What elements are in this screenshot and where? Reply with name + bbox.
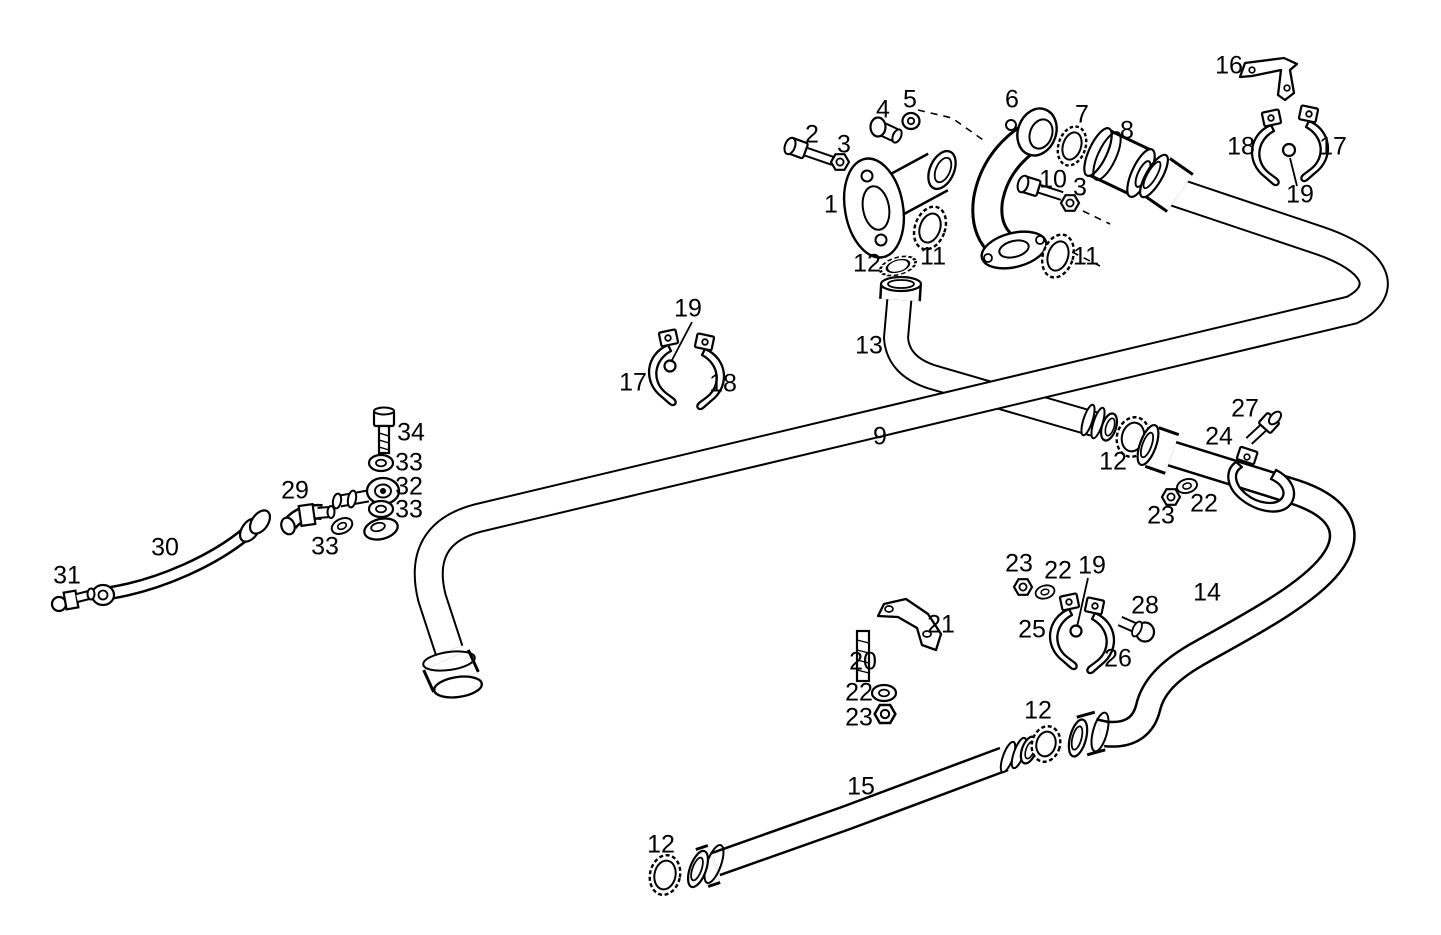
pipe-14 [1067, 423, 1356, 758]
dashed-guides [917, 109, 1111, 267]
part-label-12: 12 [1099, 448, 1127, 476]
plug-4 [869, 116, 903, 144]
part-label-34: 34 [397, 419, 425, 447]
clamp-18-topright [1250, 108, 1283, 187]
seal-12-bottom-left [648, 853, 682, 897]
pipe-15 [686, 735, 1039, 889]
clamp-bolt-19-topright [1281, 142, 1297, 158]
part-label-15: 15 [847, 773, 875, 801]
link-pipe-6 [971, 107, 1058, 270]
leader-line [670, 321, 693, 363]
dashed-guide [1082, 210, 1111, 225]
washer-33-top [367, 453, 395, 473]
part-label-19: 19 [1078, 552, 1106, 580]
part-label-17: 17 [1319, 133, 1347, 161]
part-label-16: 16 [1215, 52, 1243, 80]
part-label-11: 11 [1073, 243, 1099, 271]
part-label-11: 11 [920, 243, 946, 271]
part-label-31: 31 [53, 562, 81, 590]
part-label-29: 29 [281, 477, 309, 505]
seal-12-bottom-mid [1030, 725, 1062, 763]
part-label-6: 6 [1005, 86, 1019, 114]
bolt-2 [783, 136, 835, 166]
bracket-16 [1238, 56, 1299, 102]
hose-30 [90, 509, 272, 607]
washer-33-mid [367, 499, 395, 519]
oring-12-part1 [879, 255, 917, 277]
part-label-26: 26 [1104, 645, 1132, 673]
part-label-24: 24 [1205, 423, 1233, 451]
bolt-10 [1016, 174, 1064, 201]
part-label-22: 22 [1190, 490, 1218, 518]
fitting-31 [50, 587, 96, 613]
part-label-20: 20 [849, 648, 877, 676]
part-label-18: 18 [709, 370, 737, 398]
clamp-24 [1227, 445, 1296, 513]
part-label-33: 33 [395, 449, 423, 477]
water-outlet-1 [842, 149, 957, 259]
leader-line [1289, 157, 1298, 187]
part-label-28: 28 [1131, 592, 1159, 620]
part-label-14: 14 [1193, 579, 1221, 607]
part-label-22: 22 [1044, 557, 1072, 585]
part-label-22: 22 [845, 679, 873, 707]
bolt-28 [1117, 615, 1156, 643]
washer-22-bottom [870, 683, 898, 703]
part-label-3: 3 [1073, 174, 1087, 202]
gasket-11-right [1040, 233, 1076, 279]
part-label-33: 33 [311, 533, 339, 561]
part-label-12: 12 [1024, 697, 1052, 725]
part-label-25: 25 [1018, 616, 1046, 644]
part-label-27: 27 [1231, 395, 1259, 423]
bracket-21 [876, 597, 943, 652]
part-label-13: 13 [855, 332, 883, 360]
part-label-23: 23 [1147, 502, 1175, 530]
part-label-8: 8 [1120, 117, 1134, 145]
seal-7 [1056, 125, 1088, 167]
part-label-18: 18 [1227, 133, 1255, 161]
part-label-19: 19 [1286, 181, 1314, 209]
stud-20 [855, 629, 871, 683]
nut-23-lower [1012, 578, 1034, 596]
pipe-13 [879, 275, 1119, 442]
washer-22-lower [1033, 582, 1057, 602]
part-label-1: 1 [824, 191, 838, 219]
part-label-23: 23 [845, 704, 873, 732]
part-label-5: 5 [903, 86, 917, 114]
part-label-23: 23 [1005, 550, 1033, 578]
leader-lines [670, 157, 1298, 628]
fitting-29 [280, 502, 336, 536]
part-label-19: 19 [674, 295, 702, 323]
part-label-2: 2 [805, 121, 819, 149]
leader-line [1076, 577, 1089, 628]
bolt-27 [1245, 410, 1283, 445]
part-label-33: 33 [395, 496, 423, 524]
part-label-7: 7 [1075, 101, 1089, 129]
clamp-bolt-19-mid [663, 359, 677, 373]
part-label-17: 17 [619, 369, 647, 397]
banjo-32 [331, 476, 401, 510]
bolt-34 [372, 406, 396, 455]
part-label-9: 9 [873, 423, 887, 451]
dashed-guide [917, 109, 987, 143]
nut-23-bottom [873, 703, 897, 725]
part-label-4: 4 [876, 96, 890, 124]
part-label-12: 12 [647, 831, 675, 859]
dashed-guide [1071, 251, 1101, 267]
part-label-30: 30 [151, 534, 179, 562]
part-label-12: 12 [853, 250, 881, 278]
part-label-10: 10 [1039, 166, 1067, 194]
sleeve-8 [1083, 127, 1156, 198]
part-label-3: 3 [837, 131, 851, 159]
part-label-21: 21 [927, 611, 955, 639]
washer-5 [901, 111, 921, 131]
pipe-9 [363, 153, 1389, 699]
clamp-bolt-19-lower [1069, 624, 1083, 638]
part-label-32: 32 [395, 473, 423, 501]
gasket-11-left [912, 205, 948, 251]
